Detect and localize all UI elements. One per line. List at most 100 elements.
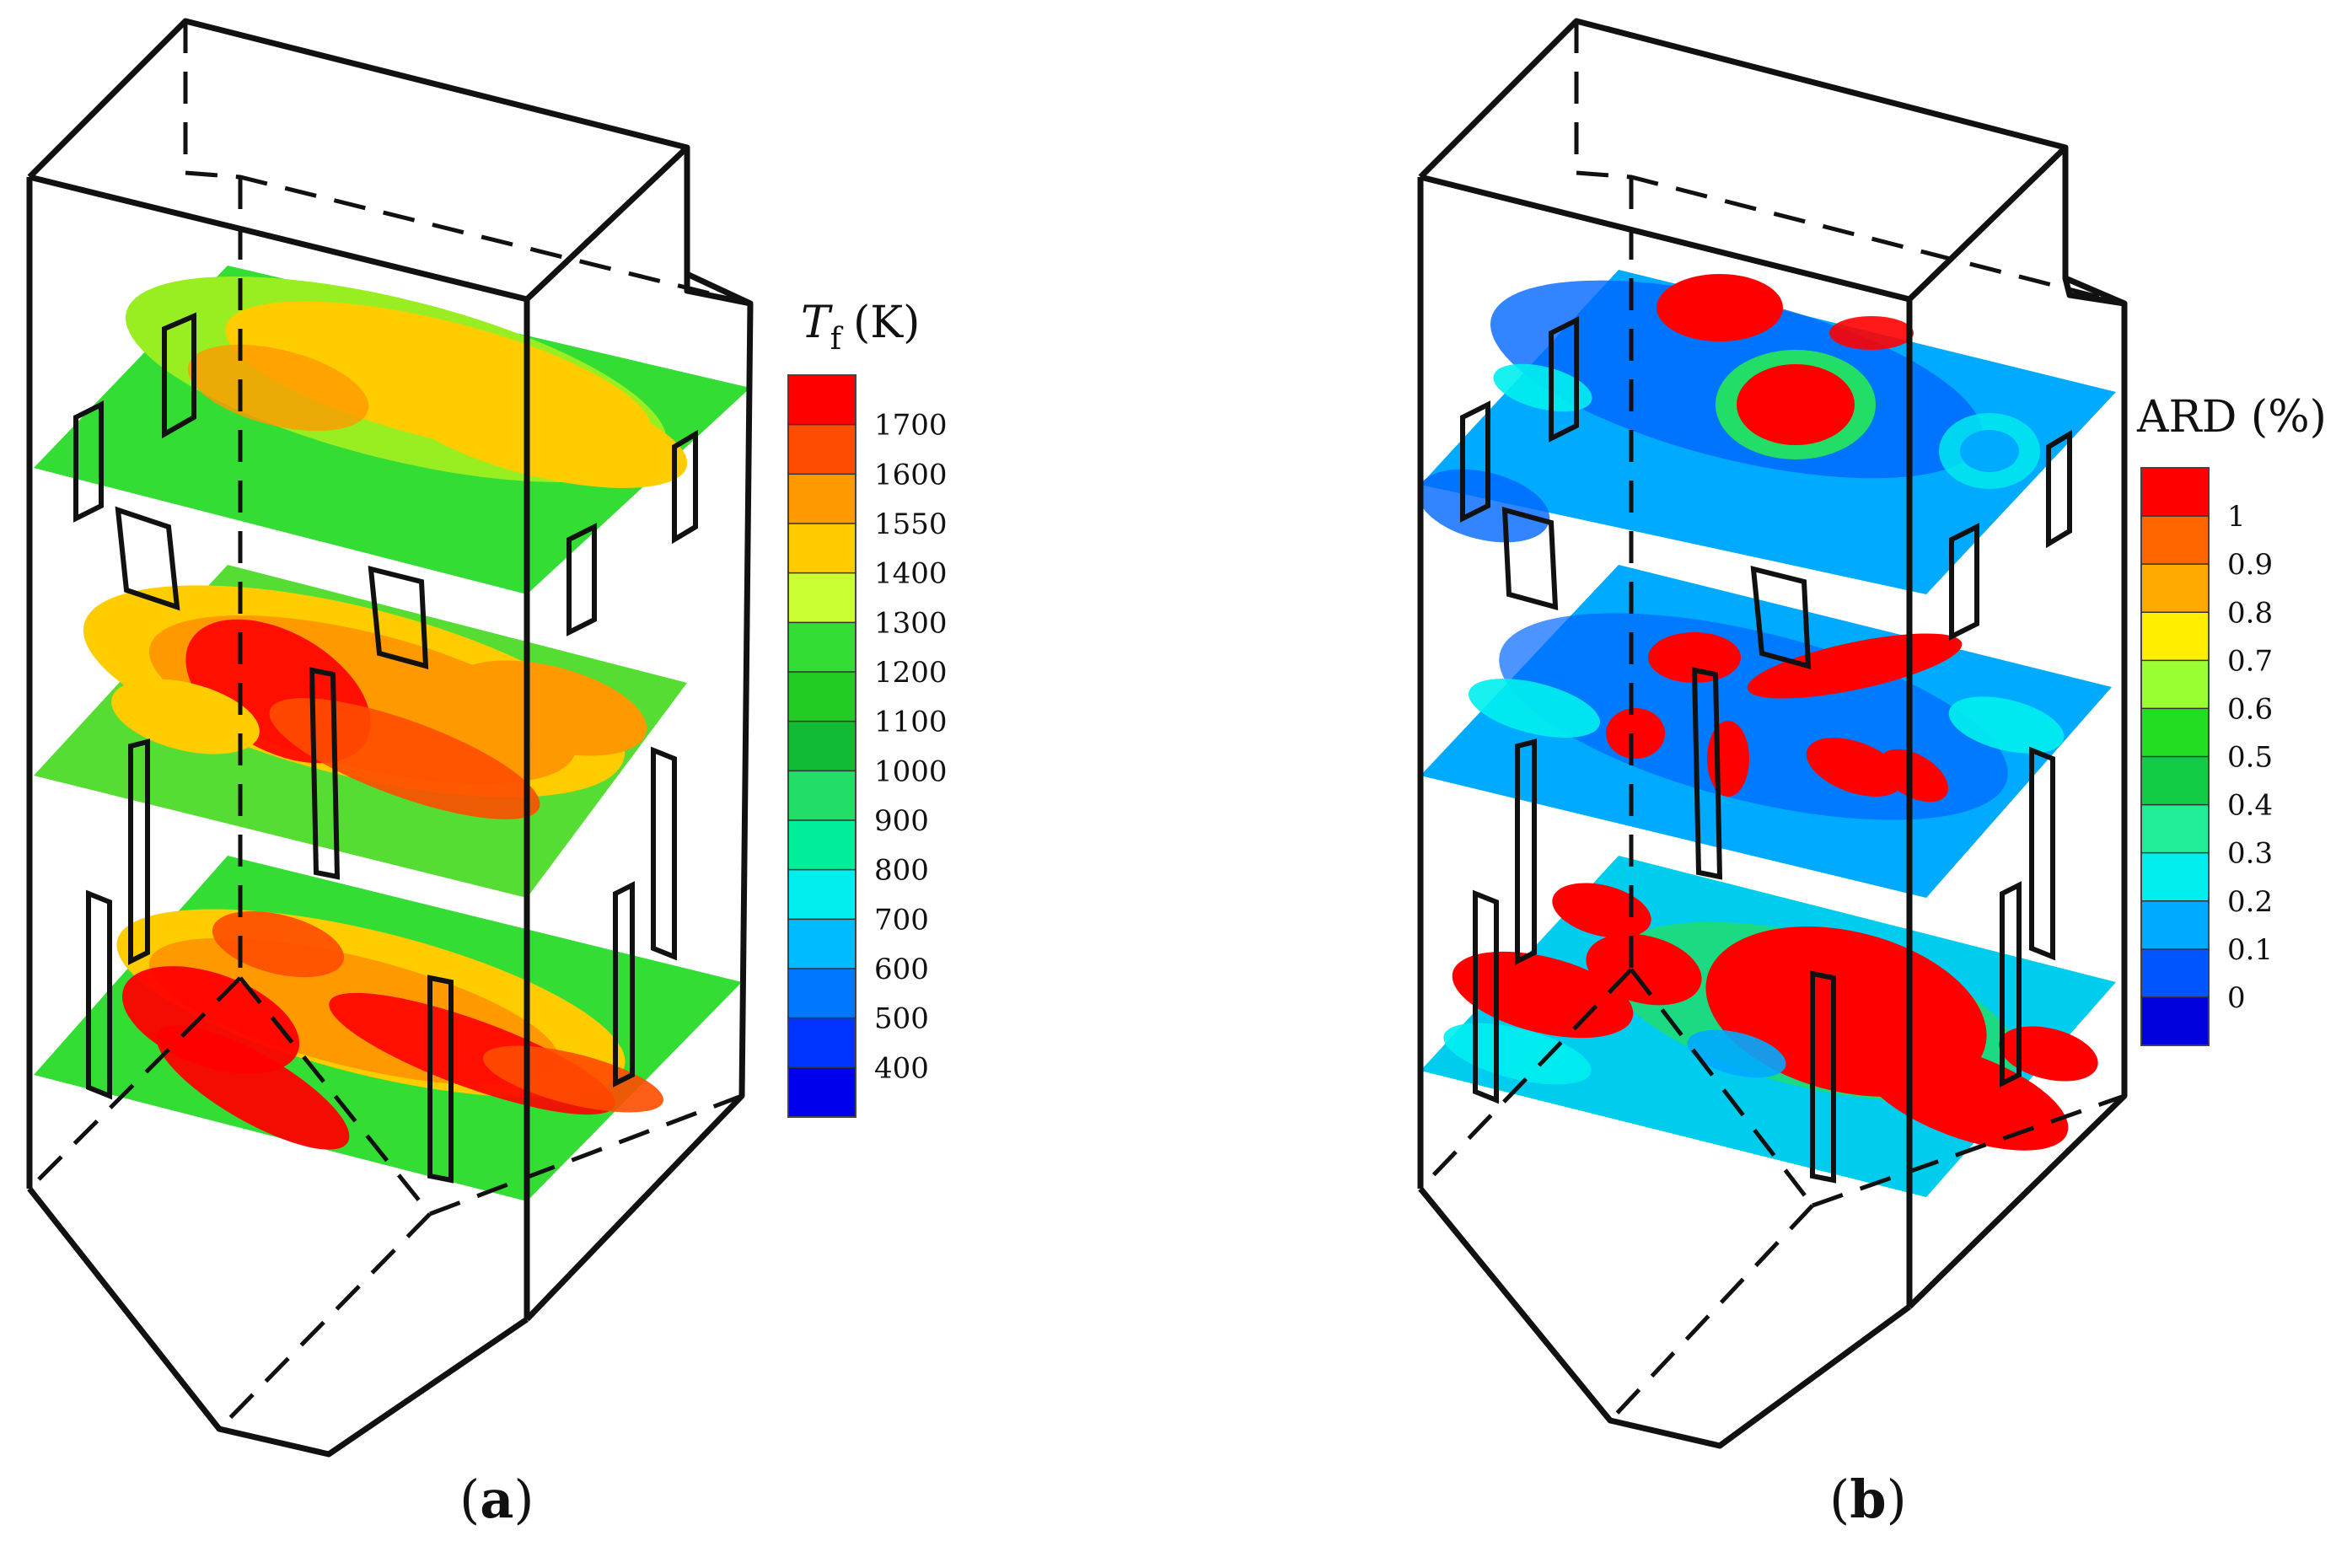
panel-b-colorbar-tick-label: 0.7 — [2227, 644, 2273, 678]
panel-b-colorbar-tick-label: 0.1 — [2227, 933, 2273, 967]
panel-b-colorbar-tick-label: 0.5 — [2227, 741, 2273, 775]
panel-a-colorbar-title: Tf (K) — [801, 298, 920, 357]
panel-a-contour-blob — [391, 372, 688, 488]
panel-b-colorbar-band — [2141, 852, 2209, 902]
panel-b-contour-blobs — [1417, 274, 2098, 1151]
panel-a-colorbar-tick-label: 800 — [874, 854, 929, 888]
panel-b-colorbar-tick-label: 0.4 — [2227, 789, 2273, 823]
panel-a-colorbar-band — [788, 524, 856, 574]
panel-a-contour-blob — [269, 698, 540, 819]
panel-a-colorbar-tick-label: 1700 — [874, 409, 948, 443]
panel-b-colorbar-band — [2141, 468, 2209, 517]
panel-b-colorbar-band — [2141, 516, 2209, 565]
panel-a-colorbar-tick-label: 1000 — [874, 754, 948, 788]
panel-b-contour-blob — [1657, 274, 1783, 341]
panel-b-label-letter: b — [1850, 1469, 1886, 1530]
panel-a-colorbar-band — [788, 375, 856, 426]
panel-b-burner-ports — [1460, 316, 2072, 1184]
panel-a-colorbar-tick-label: 1300 — [874, 606, 948, 640]
panel-b-label-open: ( — [1829, 1469, 1850, 1530]
panel-b-colorbar-tick-label: 0.8 — [2227, 596, 2273, 630]
panel-a-contour-blob — [187, 344, 369, 432]
panel-b-colorbar-band — [2141, 996, 2209, 1046]
panel-a-contour-blob — [111, 679, 260, 754]
panel-b-contour-blob — [1879, 749, 1948, 803]
panel-b-contour-blob — [1469, 679, 1600, 738]
panel-a-colorbar-band — [788, 474, 856, 524]
panel-b-colorbar-band — [2141, 708, 2209, 757]
panel-b-colorbar-tick-label: 0.9 — [2227, 548, 2273, 582]
panel-b-colorbar-title: ARD (%) — [2136, 392, 2327, 443]
panel-a-colorbar-band — [788, 572, 856, 623]
panel-a-colorbar-band — [788, 622, 856, 673]
panel-a-colorbar-tick-label: 600 — [874, 953, 929, 986]
panel-a-colorbar-symbol: T — [801, 298, 833, 348]
panel-a-contour-blob — [212, 910, 345, 978]
panel-b-contour-blob — [1948, 696, 2065, 754]
panel-b-contour-blob — [1999, 1026, 2098, 1082]
panel-a-burner-ports — [73, 312, 698, 1184]
panel-b-colorbar-band — [2141, 756, 2209, 806]
panel-b-colorbar-band — [2141, 900, 2209, 950]
panel-b-contour-blob — [1493, 363, 1592, 412]
panel-a-colorbar-unit: (K) — [853, 298, 920, 348]
panel-b-colorbar: 1 0.9 0.8 0.7 0.6 0.5 0.4 0.3 0.2 0.1 0 — [2140, 467, 2273, 1046]
panel-b-colorbar-band — [2141, 948, 2209, 998]
panel-a-colorbar-subscript: f — [830, 322, 844, 357]
panel-a-colorbar-tick-label: 1400 — [874, 557, 948, 591]
panel-b-colorbar-band — [2141, 612, 2209, 661]
panel-b-contour-blob — [1606, 708, 1665, 759]
panel-a-temperature-furnace: 1700 1600 1550 1400 1300 1200 1100 1000 900 800 70… — [26, 18, 948, 1530]
panel-b-colorbar-tick-label: 0.6 — [2227, 692, 2273, 726]
panel-a-colorbar-band — [788, 969, 856, 1019]
panel-b-contour-blob — [1960, 430, 2019, 472]
panel-b-furnace-hidden-edges — [1419, 21, 2125, 1422]
panel-a-contour-blobs — [83, 277, 688, 1150]
panel-a-colorbar-outline — [787, 374, 856, 1118]
panel-b-contour-blob — [1737, 364, 1855, 445]
panel-b-contour-blob — [1829, 316, 1914, 350]
panel-b-label-close: ) — [1887, 1469, 1907, 1530]
panel-a-colorbar-band — [788, 721, 856, 771]
panel-a-colorbar-tick-label: 500 — [874, 1002, 929, 1036]
panel-a-colorbar-band — [788, 771, 856, 821]
panel-a-colorbar-band — [788, 1018, 856, 1068]
panel-b-colorbar-band — [2141, 804, 2209, 854]
panel-a-colorbar-band — [788, 869, 856, 920]
panel-a-contour-blob — [448, 660, 647, 756]
panel-a-colorbar-band — [788, 820, 856, 871]
panel-a-contour-blob — [156, 1025, 350, 1150]
panel-b-colorbar-band — [2141, 660, 2209, 709]
panel-a-colorbar-tick-label: 1600 — [874, 458, 948, 491]
panel-b-contour-blob — [1707, 721, 1749, 797]
panel-b-contour-blob — [1687, 1029, 1786, 1078]
panel-b-colorbar-band — [2141, 564, 2209, 613]
panel-b-colorbar-tick-label: 0 — [2227, 981, 2246, 1015]
panel-b-ard-furnace: 1 0.9 0.8 0.7 0.6 0.5 0.4 0.3 0.2 0.1 0 ARD (%) (b… — [1417, 18, 2327, 1530]
panel-b-label: (b) — [1829, 1469, 1907, 1530]
panel-b-colorbar-tick-label: 0.2 — [2227, 885, 2273, 919]
panel-a-label-letter: a — [480, 1469, 513, 1530]
panel-a-colorbar-band — [788, 919, 856, 969]
panel-b-contour-blob — [1443, 1023, 1592, 1085]
panel-a-label: (a) — [459, 1469, 534, 1530]
panel-b-colorbar-tick-label: 1 — [2227, 500, 2246, 534]
panel-b-contour-blob — [1806, 738, 1904, 797]
panel-a-label-open: ( — [459, 1469, 480, 1530]
panel-a-colorbar-tick-label: 1100 — [874, 706, 948, 739]
panel-b-contour-blob — [1552, 883, 1651, 938]
panel-a-colorbar-tick-label: 900 — [874, 804, 929, 838]
panel-a-colorbar-tick-label: 1200 — [874, 656, 948, 690]
panel-a-colorbar-tick-label: 400 — [874, 1051, 929, 1085]
panel-a-label-close: ) — [513, 1469, 534, 1530]
panel-a-colorbar: 1700 1600 1550 1400 1300 1200 1100 1000 900 800 70… — [787, 374, 948, 1118]
panel-a-furnace-hidden-edges — [28, 21, 751, 1431]
panel-a-colorbar-tick-label: 1550 — [874, 507, 948, 541]
panel-b-contour-blob — [1648, 632, 1741, 683]
panel-a-colorbar-band — [788, 672, 856, 722]
panel-a-colorbar-band — [788, 424, 856, 475]
panel-b-colorbar-tick-label: 0.3 — [2227, 837, 2273, 871]
panel-a-colorbar-tick-label: 700 — [874, 903, 929, 937]
panel-a-colorbar-band — [788, 1067, 856, 1118]
